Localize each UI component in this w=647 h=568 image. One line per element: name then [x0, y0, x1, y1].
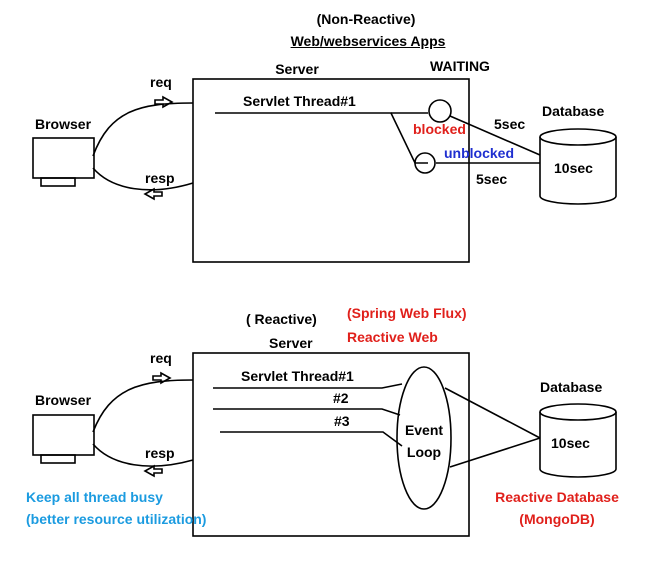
bottom-server-box [192, 352, 470, 537]
event-loop-ellipse [396, 366, 452, 510]
reactive-db-line2: (MongoDB) [519, 511, 595, 527]
bottom-resp-arrow-icon [143, 464, 163, 478]
bottom-reactive-label: ( Reactive) [246, 311, 317, 327]
bottom-db-time: 10sec [551, 435, 590, 451]
bottom-thread-line-3 [220, 431, 403, 447]
top-waiting-label: WAITING [430, 58, 490, 74]
reactive-db-line1: Reactive Database [495, 489, 619, 505]
top-req-arrow-icon [154, 95, 174, 109]
bottom-thread-line-2 [213, 408, 401, 416]
bottom-req-label: req [150, 350, 172, 366]
top-db-line-upper [449, 115, 541, 156]
top-section [32, 78, 617, 263]
top-blocked-label: blocked [413, 121, 466, 137]
bottom-browser-monitor-icon [32, 414, 95, 464]
bottom-reactive-web-label: Reactive Web [347, 329, 438, 345]
bottom-database-label: Database [540, 379, 603, 395]
top-thread-label: Servlet Thread#1 [243, 93, 356, 109]
top-time-upper: 5sec [494, 116, 526, 132]
event-loop-label-line2: Loop [406, 444, 442, 460]
top-db-time: 10sec [554, 160, 593, 176]
bottom-req-curve [92, 379, 194, 433]
top-wait-circle-lower [414, 152, 436, 174]
busy-note-line2: (better resource utilization) [26, 511, 207, 527]
bottom-section [32, 352, 617, 537]
bottom-resp-curve [92, 443, 194, 467]
top-wait-circle-upper [428, 99, 452, 123]
bottom-thread-line-1 [213, 383, 403, 389]
top-time-lower: 5sec [476, 171, 508, 187]
top-unblocked-label: unblocked [444, 145, 515, 161]
busy-note-line1: Keep all thread busy [26, 489, 163, 505]
top-heading: (Non-Reactive) [316, 11, 416, 27]
top-server-box [192, 78, 470, 263]
bottom-db-line-upper [444, 387, 541, 439]
top-database-cylinder-icon [539, 128, 617, 205]
event-loop-label-line1: Event [404, 422, 444, 438]
bottom-db-line-lower [449, 437, 541, 468]
top-server-label: Server [275, 61, 319, 77]
bottom-server-label: Server [269, 335, 313, 351]
top-resp-label: resp [145, 170, 175, 186]
top-req-label: req [150, 74, 172, 90]
bottom-thread1-label: Servlet Thread#1 [241, 368, 354, 384]
bottom-thread3-label: #3 [334, 413, 350, 429]
top-subheading: Web/webservices Apps [290, 33, 446, 49]
bottom-resp-label: resp [145, 445, 175, 461]
top-resp-curve [92, 167, 194, 191]
top-req-curve [92, 102, 194, 157]
bottom-req-arrow-icon [152, 371, 172, 385]
bottom-flux-label: (Spring Web Flux) [347, 305, 467, 321]
bottom-thread2-label: #2 [333, 390, 349, 406]
top-thread-line [215, 112, 428, 164]
top-browser-label: Browser [35, 116, 92, 132]
top-browser-monitor-icon [32, 137, 95, 187]
bottom-database-cylinder-icon [539, 403, 617, 478]
bottom-browser-label: Browser [35, 392, 92, 408]
top-resp-arrow-icon [143, 187, 163, 201]
top-database-label: Database [542, 103, 605, 119]
